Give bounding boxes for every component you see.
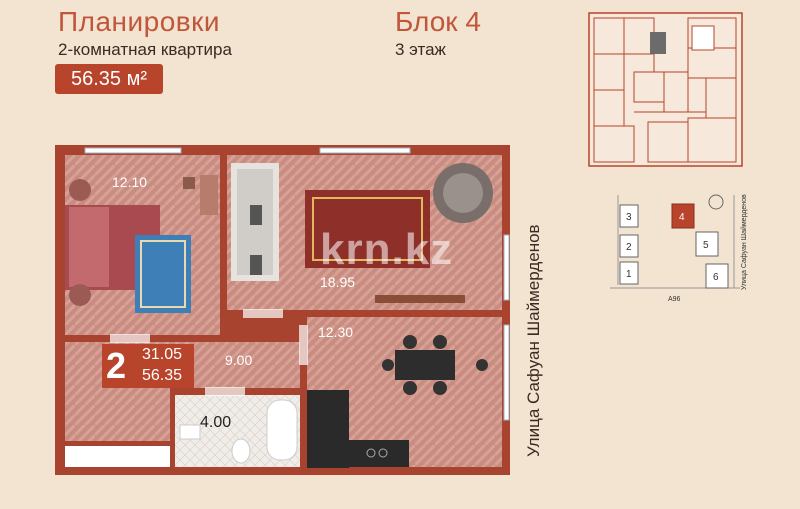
living-area-label: 18.95 (320, 274, 356, 290)
bathroom-area-label: 4.00 (200, 414, 232, 431)
living-rug (305, 190, 430, 268)
toilet (231, 438, 251, 464)
dining-table (395, 350, 455, 380)
window-living (319, 147, 411, 154)
block-title: Блок 4 (395, 6, 481, 37)
hall-area-label: 9.00 (225, 352, 253, 368)
sink (179, 424, 201, 440)
apartment-type: 2-комнатная квартира (58, 40, 232, 59)
site-street-label: Улица Сафуан Шаймерденов (740, 194, 748, 290)
street-name: Улица Сафуан Шаймерденов (524, 224, 543, 457)
building-6-label: 6 (713, 272, 719, 283)
window-kitchen (503, 324, 510, 421)
desk (200, 175, 218, 215)
total-area-value: 56.35 (142, 367, 183, 384)
building-4-label: 4 (679, 212, 685, 223)
bathtub (266, 399, 298, 461)
road-label: А96 (668, 296, 681, 303)
building-5-label: 5 (703, 240, 709, 251)
apartment-plan (55, 145, 510, 475)
nightstand-bottom (69, 284, 91, 306)
building-3-label: 3 (626, 212, 632, 223)
building-1-label: 1 (626, 269, 632, 280)
street-label-vertical: Улица Сафуан Шаймерденов (524, 224, 543, 457)
kitchen-counter (307, 390, 349, 468)
floor-label: 3 этаж (395, 40, 446, 59)
rooms-count: 2 (106, 345, 127, 386)
bedroom-area-label: 12.10 (112, 174, 148, 190)
building-2-label: 2 (626, 242, 632, 253)
area-badge: 56.35 м² (55, 64, 163, 94)
watermark: krn.kz (320, 225, 454, 274)
window-living-side (503, 234, 510, 301)
building-floorplan-thumbnail (588, 12, 743, 167)
page-title: Планировки (58, 6, 221, 37)
living-area-value: 31.05 (142, 346, 183, 363)
apartment-legend: 2 31.05 56.35 (102, 344, 194, 388)
wardrobe (65, 445, 170, 467)
site-plan: 3 4 2 5 1 6 А96 Улица Сафуан Шаймерденов (610, 194, 748, 303)
nightstand-top (69, 179, 91, 201)
window-bedroom (84, 147, 182, 154)
kitchen-area-label: 12.30 (318, 324, 354, 340)
bedroom-rug (135, 235, 191, 313)
tv-stand (375, 295, 465, 303)
